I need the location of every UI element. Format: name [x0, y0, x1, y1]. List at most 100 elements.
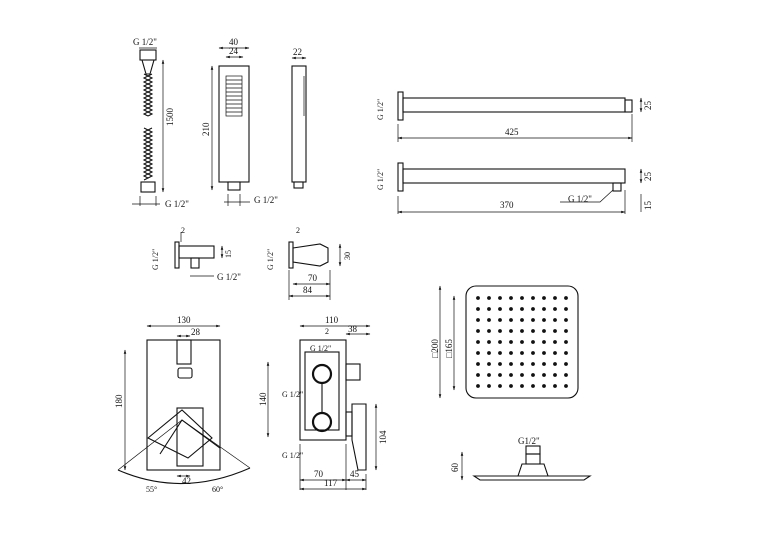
nozzle-dot	[498, 351, 502, 355]
shower-head-top: □200 □165	[430, 285, 579, 399]
mixer-side-thread-top-label: G 1/2"	[310, 344, 331, 353]
nozzle-dot	[564, 318, 568, 322]
nozzle-dot	[476, 340, 480, 344]
holder-width-label: 70	[308, 273, 318, 283]
nozzle-dot	[520, 329, 524, 333]
nozzle-dot	[531, 296, 535, 300]
nozzle-dot	[531, 340, 535, 344]
nozzle-dot	[553, 351, 557, 355]
nozzle-dot	[531, 384, 535, 388]
shower-arm-short: G 1/2" 25 15 G 1/2" 370	[376, 162, 653, 214]
arm-long-thread-label: G 1/2"	[376, 99, 385, 120]
outlet-thread-side-label: G 1/2"	[217, 272, 241, 282]
arm-long-length-label: 425	[505, 127, 519, 137]
nozzle-dot	[564, 340, 568, 344]
head-height-label: 60	[450, 463, 460, 473]
arm-short-length-label: 370	[500, 200, 514, 210]
nozzle-dot	[553, 307, 557, 311]
arm-short-height-label: 25	[643, 172, 653, 182]
arm-short-thread-label: G 1/2"	[376, 169, 385, 190]
nozzle-dot	[487, 318, 491, 322]
nozzle-dot	[542, 384, 546, 388]
nozzle-dot	[542, 296, 546, 300]
mixer-front-width-label: 130	[177, 315, 191, 325]
nozzle-dot	[520, 296, 524, 300]
hose-length-label: 1500	[165, 108, 175, 127]
nozzle-dot	[509, 307, 513, 311]
nozzle-dot	[509, 362, 513, 366]
shower-hose: G 1/2" 1500 G 1/2"	[132, 37, 189, 209]
nozzle-dot	[498, 318, 502, 322]
nozzle-dot	[520, 384, 524, 388]
nozzle-dot	[531, 318, 535, 322]
nozzle-dot	[498, 340, 502, 344]
mixer-side-d2-label: 38	[348, 324, 358, 334]
arm-short-drop-label: 15	[643, 201, 653, 211]
nozzle-dot	[487, 340, 491, 344]
nozzle-dot	[542, 373, 546, 377]
nozzle-dot	[531, 373, 535, 377]
nozzle-dot	[542, 362, 546, 366]
nozzle-dot	[564, 384, 568, 388]
nozzle-dot	[553, 373, 557, 377]
nozzle-dot	[498, 296, 502, 300]
nozzle-dot	[531, 351, 535, 355]
nozzle-dot	[542, 340, 546, 344]
mixer-side-d3-label: 2	[325, 327, 329, 336]
nozzle-dot	[487, 384, 491, 388]
hose-thread-top-label: G 1/2"	[133, 37, 157, 47]
mixer-front-angle-right-label: 60°	[212, 485, 223, 494]
nozzle-dot	[542, 318, 546, 322]
nozzle-dot	[520, 351, 524, 355]
hand-shower-length-label: 210	[201, 122, 211, 136]
nozzle-dot	[520, 340, 524, 344]
arm-short-thread-end-label: G 1/2"	[568, 194, 592, 204]
mixer-side-thread-mid-label: G 1/2"	[282, 390, 303, 399]
nozzle-dot	[498, 307, 502, 311]
shower-head-side: G1/2" 60	[450, 436, 592, 481]
nozzle-dot	[487, 329, 491, 333]
nozzle-dot	[542, 307, 546, 311]
nozzle-dot	[531, 307, 535, 311]
holder-height-label: 30	[343, 252, 352, 260]
holder-thread-label: G 1/2"	[266, 249, 275, 270]
hand-shower-head-width-label: 24	[229, 46, 239, 56]
nozzle-dot	[553, 362, 557, 366]
outlet-thread-label: G 1/2"	[151, 249, 160, 270]
shower-holder: 2 G 1/2" 30 70 84	[266, 226, 352, 300]
nozzle-dot	[509, 318, 513, 322]
nozzle-dot	[564, 296, 568, 300]
holder-total-label: 84	[303, 285, 313, 295]
nozzle-dot	[498, 384, 502, 388]
nozzle-dot	[498, 373, 502, 377]
nozzle-dot	[531, 362, 535, 366]
nozzle-dot	[542, 351, 546, 355]
mixer-side-view: 110 38 2 G 1/2" G 1/2" 140 104 G 1/2" 70…	[258, 315, 388, 491]
nozzle-dot	[520, 307, 524, 311]
head-outer-label: □200	[430, 339, 440, 358]
arm-long-height-label: 25	[643, 101, 653, 111]
nozzle-dot	[487, 351, 491, 355]
head-inner-label: □165	[444, 339, 454, 358]
nozzle-dot	[487, 362, 491, 366]
nozzle-dot	[487, 296, 491, 300]
nozzle-dot	[564, 362, 568, 366]
mixer-side-d4-label: 70	[314, 469, 324, 479]
mixer-side-lever-label: 104	[378, 430, 388, 444]
nozzle-dot	[476, 307, 480, 311]
nozzle-dot	[520, 318, 524, 322]
mixer-front-offset-label: 42	[182, 476, 191, 486]
nozzle-dot	[553, 384, 557, 388]
nozzle-dot	[476, 296, 480, 300]
nozzle-dot	[564, 307, 568, 311]
mixer-side-thread-bottom-label: G 1/2"	[282, 451, 303, 460]
nozzle-dot	[476, 362, 480, 366]
hand-shower: 40 24 210 G 1/2" 22	[201, 37, 307, 206]
holder-offset-label: 2	[296, 226, 300, 235]
nozzle-dot	[564, 329, 568, 333]
mixer-side-d5-label: 45	[350, 469, 360, 479]
nozzle-dot	[564, 351, 568, 355]
nozzle-dot	[564, 373, 568, 377]
nozzle-dot	[509, 329, 513, 333]
